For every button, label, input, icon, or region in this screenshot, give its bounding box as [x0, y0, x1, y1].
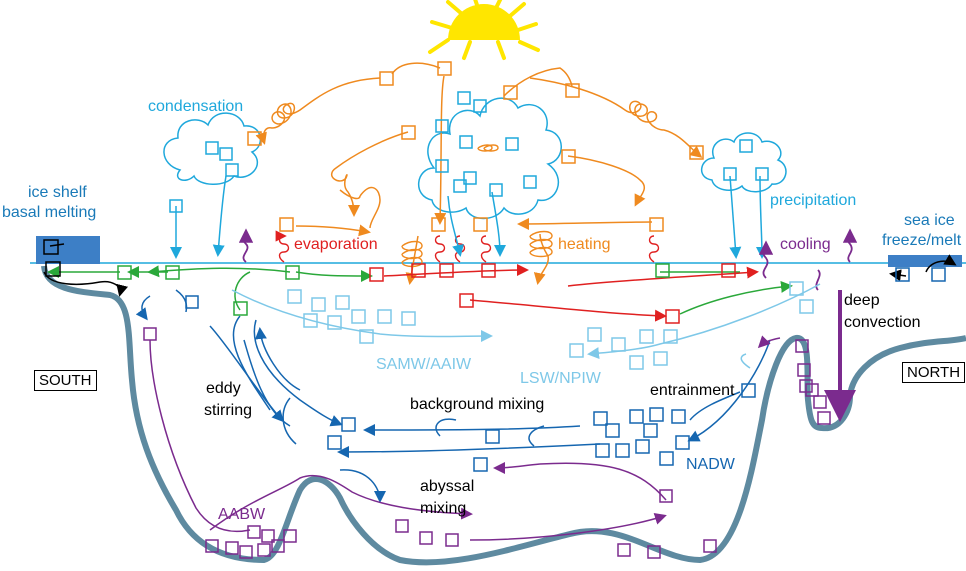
- label-abyssal: abyssal: [420, 478, 475, 495]
- label-sea-ice: sea ice: [904, 212, 955, 229]
- label-background-mixing: background mixing: [410, 396, 545, 413]
- label-condensation: condensation: [148, 98, 244, 115]
- label-heating: heating: [558, 236, 611, 253]
- sun-icon: [428, 0, 540, 60]
- label-entrainment: entrainment: [650, 382, 735, 399]
- label-cooling: cooling: [780, 236, 831, 253]
- label-nadw: NADW: [686, 456, 735, 473]
- label-north: NORTH: [902, 362, 966, 383]
- seafloor-outline: [41, 265, 966, 566]
- label-eddy: eddy: [206, 380, 241, 397]
- label-ice-shelf: ice shelf: [28, 184, 87, 201]
- label-lsw-npiw: LSW/NPIW: [520, 370, 601, 387]
- cloud-middle: [417, 97, 562, 220]
- cloud-right: [701, 132, 787, 193]
- label-freeze-melt: freeze/melt: [882, 232, 962, 249]
- label-aabw: AABW: [218, 506, 266, 523]
- label-south: SOUTH: [34, 370, 97, 391]
- sea-ice: [888, 255, 962, 267]
- label-deep: deep: [844, 292, 880, 309]
- label-samw-aaiw: SAMW/AAIW: [376, 356, 472, 373]
- label-precipitation: precipitation: [770, 192, 857, 209]
- label-evaporation: evaporation: [294, 236, 378, 253]
- label-basal-melting: basal melting: [2, 204, 97, 221]
- label-mixing: mixing: [420, 500, 467, 517]
- label-stirring: stirring: [204, 402, 253, 419]
- cloud-left: [163, 112, 262, 185]
- label-convection: convection: [844, 314, 921, 331]
